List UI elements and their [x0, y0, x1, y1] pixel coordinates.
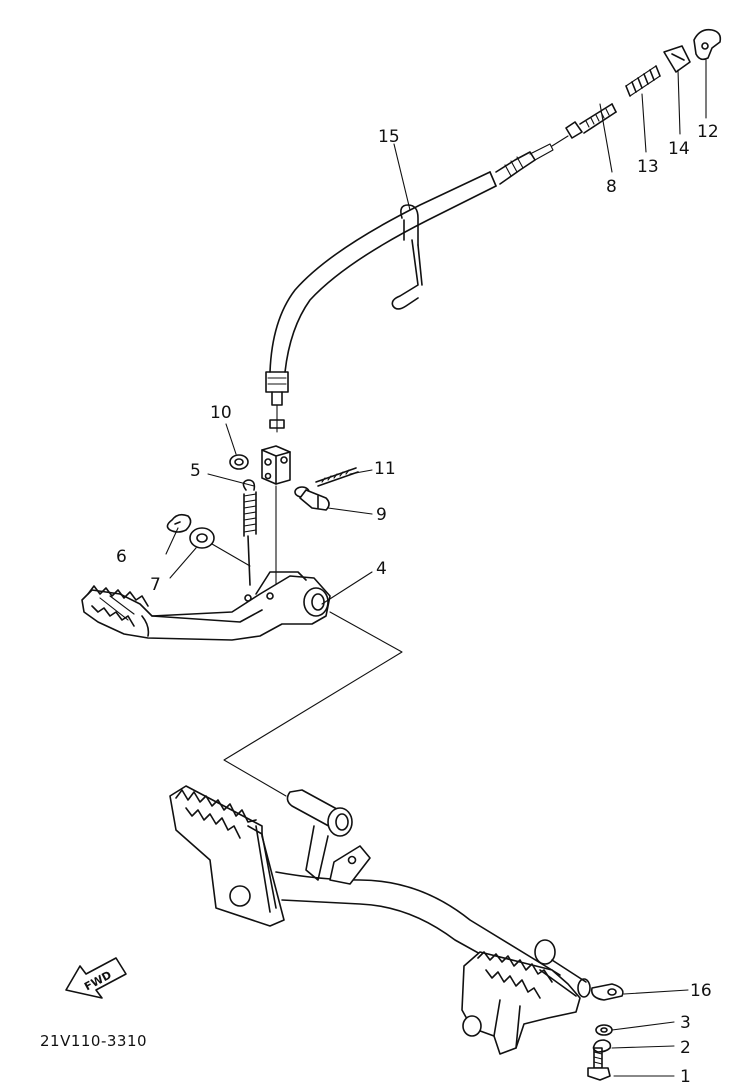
- label-part-10: 10: [210, 403, 232, 423]
- clevis-pin: [294, 486, 330, 511]
- label-part-15: 15: [378, 127, 400, 147]
- wing-nut: [693, 28, 722, 61]
- cotter-pin: [315, 467, 359, 487]
- label-part-8: 8: [606, 177, 617, 197]
- footrest-frame: [169, 785, 591, 1055]
- label-part-4: 4: [376, 559, 387, 579]
- diagram-code: 21V110-3310: [40, 1032, 147, 1050]
- lock-washer-2: [592, 1039, 612, 1053]
- washer-10: [229, 454, 249, 470]
- adjuster-spring: [625, 65, 661, 97]
- circlip: [166, 513, 192, 533]
- label-part-9: 9: [376, 505, 387, 525]
- bolt-1: [587, 1047, 611, 1081]
- label-part-1: 1: [680, 1067, 691, 1087]
- brake-cable: [265, 103, 617, 433]
- label-part-14: 14: [668, 139, 690, 159]
- label-part-13: 13: [637, 157, 659, 177]
- cable-clevis: [261, 445, 291, 485]
- washer-3: [595, 1024, 613, 1036]
- part-number-labels: 1 2 3 4 5 6 7 8 9 10 11 12 13 14 15 16: [116, 122, 719, 1087]
- label-part-6: 6: [116, 547, 127, 567]
- return-spring: [242, 479, 257, 586]
- label-part-11: 11: [374, 459, 396, 479]
- label-part-2: 2: [680, 1038, 691, 1058]
- label-part-7: 7: [150, 575, 161, 595]
- label-part-12: 12: [697, 122, 719, 142]
- label-part-3: 3: [680, 1013, 691, 1033]
- pin-joint: [663, 45, 691, 73]
- washer-7: [189, 527, 215, 549]
- fwd-arrow-icon: FWD: [65, 957, 127, 999]
- label-part-16: 16: [690, 981, 712, 1001]
- assembly-guide-line: [223, 611, 403, 797]
- cable-guide-clip: [391, 204, 423, 310]
- label-part-5: 5: [190, 461, 201, 481]
- leader-lines: [165, 59, 707, 1077]
- mount-tab-16: [590, 983, 624, 1001]
- brake-pedal: [81, 485, 331, 641]
